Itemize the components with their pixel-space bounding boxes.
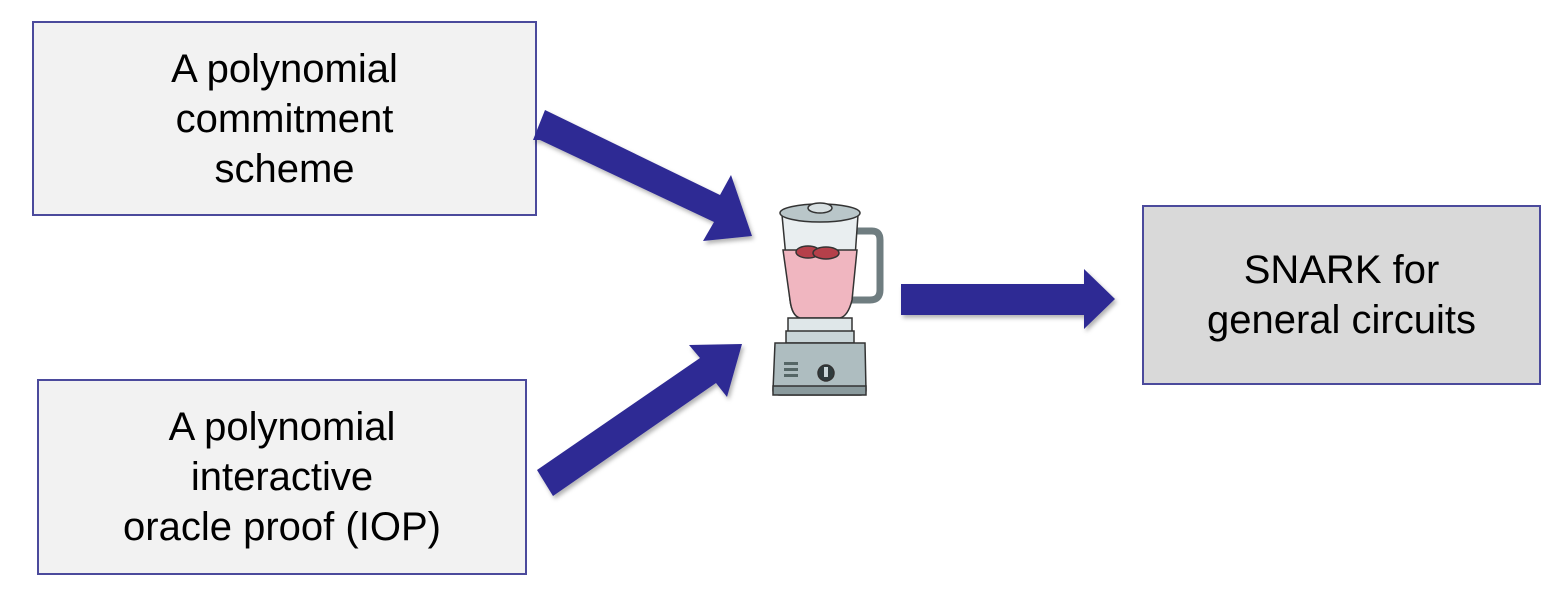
polynomial-commitment-scheme-box: A polynomial commitment scheme [32,21,537,216]
box-line: SNARK for [1243,248,1440,292]
box-line: oracle proof (IOP) [123,505,441,549]
arrow-top-icon [533,110,752,241]
box-line: commitment [175,96,394,141]
box-line: interactive [190,455,374,499]
arrow-bottom-icon [537,344,742,496]
box-line: general circuits [1206,298,1476,342]
polynomial-iop-box: A polynomial interactive oracle proof (I… [37,379,527,575]
snark-output-box: SNARK for general circuits [1142,205,1541,385]
box-line: A polynomial [168,405,396,449]
box-line: A polynomial [171,46,398,91]
box-line: scheme [214,146,355,191]
blender-icon [772,202,884,396]
arrow-right-icon [901,269,1115,329]
